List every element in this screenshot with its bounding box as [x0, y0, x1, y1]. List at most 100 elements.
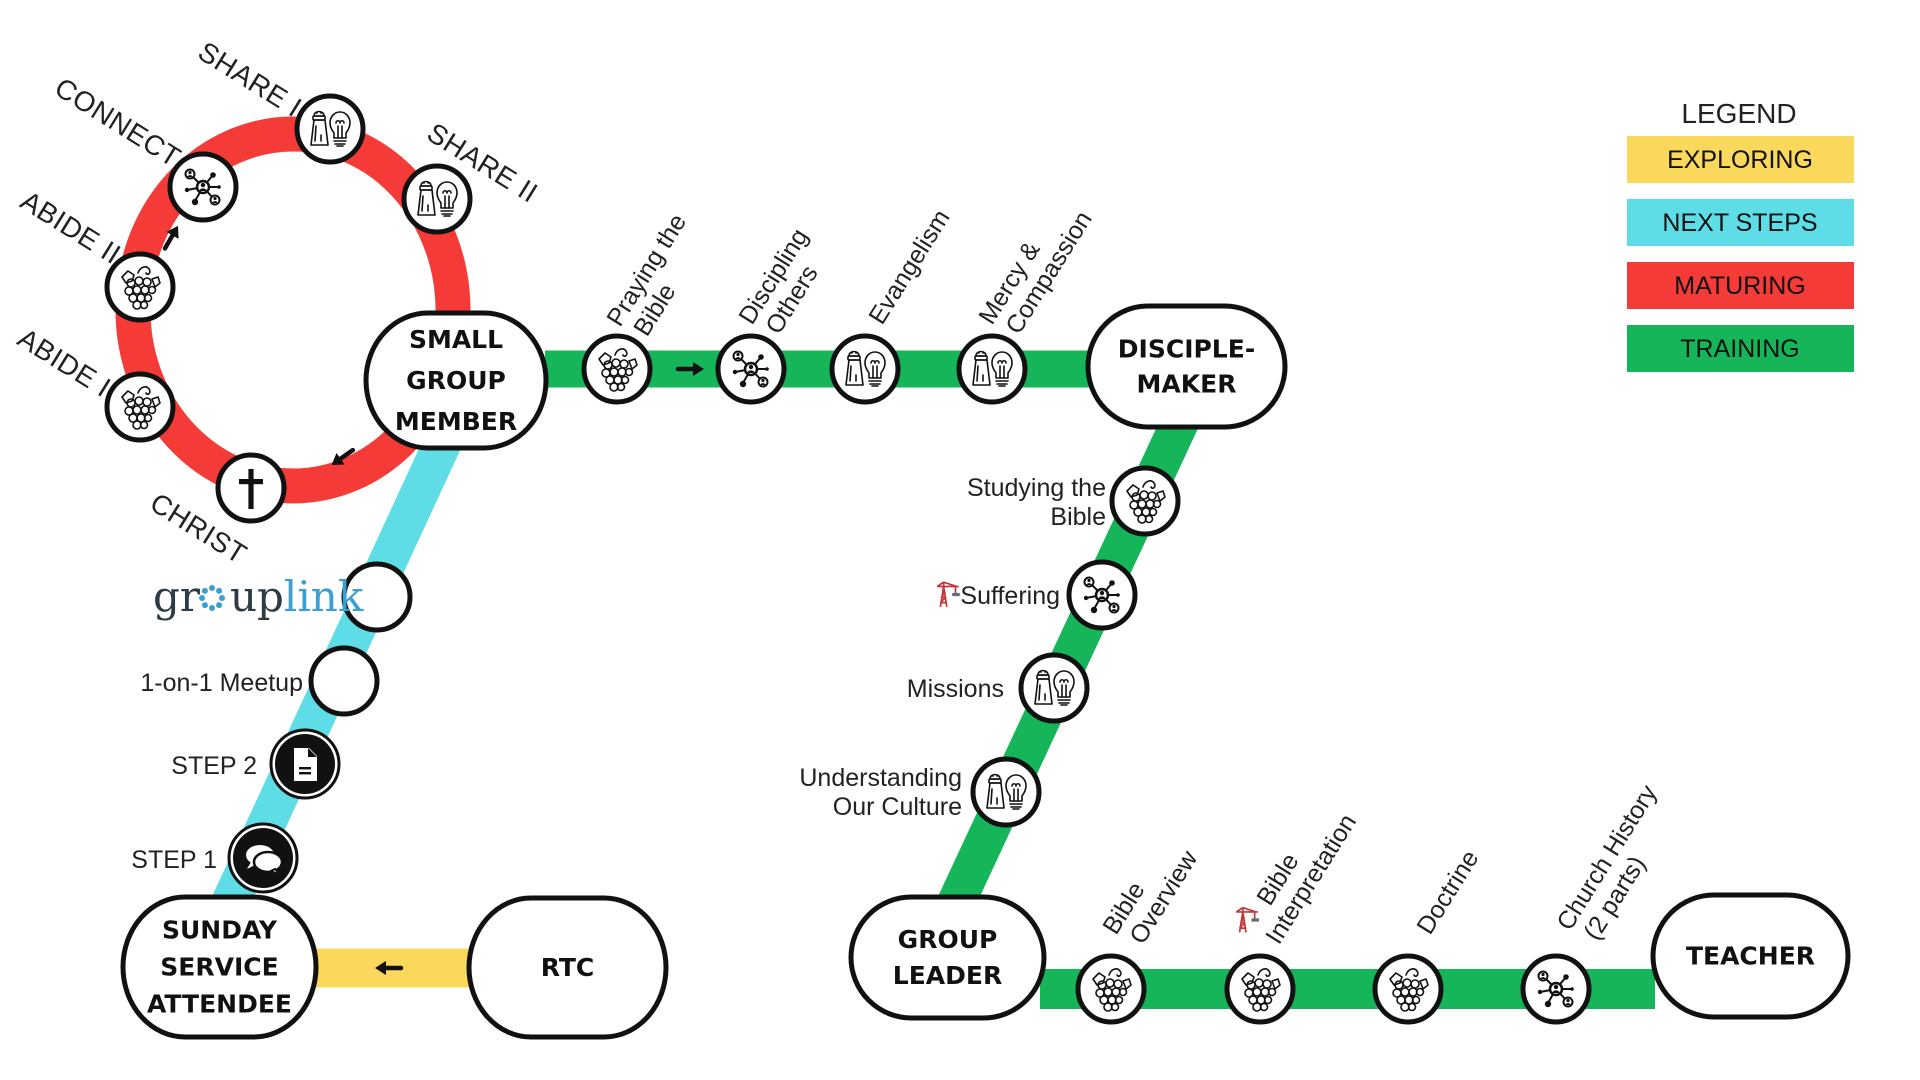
node-label: GROUP	[406, 366, 506, 395]
label-missions: Missions	[907, 675, 1004, 703]
legend-swatch	[1627, 325, 1854, 372]
ring-label-abide2: ABIDE II	[15, 185, 126, 270]
station-1on1-meetup[interactable]	[308, 645, 380, 717]
label-studying: Bible	[1050, 503, 1106, 531]
meetup-label: 1-on-1 Meetup	[140, 669, 303, 697]
stations	[104, 93, 1592, 1025]
node-rtc[interactable]: RTC	[466, 895, 669, 1040]
legend-label: MATURING	[1674, 272, 1805, 300]
ring-label-share1: SHARE I	[193, 36, 307, 124]
station-interpretation[interactable]	[1224, 953, 1296, 1025]
node-label: SMALL	[409, 325, 503, 354]
node-group-leader[interactable]: GROUP LEADER	[848, 894, 1047, 1021]
legend-label: EXPLORING	[1667, 146, 1813, 174]
station-circle	[970, 756, 1042, 828]
station-doctrine[interactable]	[1372, 953, 1444, 1025]
station-circle	[401, 163, 473, 235]
legend-swatch	[1627, 262, 1854, 309]
node-label: ATTENDEE	[147, 990, 292, 1019]
node-label: MAKER	[1137, 370, 1237, 399]
node-box-outline	[1085, 303, 1288, 430]
node-disciple-maker[interactable]: DISCIPLE- MAKER	[1085, 303, 1288, 430]
node-boxes: RTC SUNDAY SERVICE ATTENDEE SMALL GROUP MEMBER…	[120, 303, 1851, 1040]
legend-item-next-steps: NEXT STEPS	[1627, 199, 1854, 246]
node-label: RTC	[541, 953, 595, 982]
node-sunday[interactable]: SUNDAY SERVICE ATTENDEE	[120, 894, 319, 1040]
legend-swatch	[1627, 199, 1854, 246]
station-missions[interactable]	[1018, 652, 1090, 724]
legend-label: TRAINING	[1680, 335, 1799, 363]
node-label: TEACHER	[1686, 942, 1815, 971]
grouplink-dotted-o-icon	[199, 585, 225, 611]
node-label: SUNDAY	[162, 916, 278, 945]
node-small-group[interactable]: SMALL GROUP MEMBER	[363, 310, 549, 451]
tracks	[115, 116, 1655, 1009]
station-circle	[294, 93, 366, 165]
legend-item-exploring: EXPLORING	[1627, 136, 1854, 183]
station-studying[interactable]	[1109, 465, 1181, 537]
legend-label: NEXT STEPS	[1662, 209, 1817, 237]
station-circle	[308, 645, 380, 717]
label-doctrine: Doctrine	[1411, 845, 1484, 939]
legend-title: LEGEND	[1681, 98, 1796, 129]
station-discipling[interactable]	[715, 333, 787, 405]
ring-label-abide1: ABIDE I	[12, 322, 116, 403]
node-box-outline	[466, 895, 669, 1040]
label-culture: Our Culture	[833, 793, 962, 821]
station-overview[interactable]	[1075, 953, 1147, 1025]
node-label: GROUP	[898, 925, 998, 954]
arrow-down-left-icon	[331, 447, 356, 466]
station-mercy[interactable]	[956, 333, 1028, 405]
legend-item-maturing: MATURING	[1627, 262, 1854, 309]
arrow-right-icon	[675, 362, 704, 376]
label-evangelism: Evangelism	[863, 205, 955, 329]
node-label: MEMBER	[395, 407, 517, 436]
station-abide1[interactable]	[104, 371, 176, 443]
label-studying: Studying the	[967, 474, 1106, 502]
station-circle	[829, 333, 901, 405]
document-icon	[294, 748, 317, 781]
station-culture[interactable]	[970, 756, 1042, 828]
node-teacher[interactable]: TEACHER	[1650, 892, 1851, 1020]
node-label: LEADER	[893, 961, 1002, 990]
node-box-outline	[848, 894, 1047, 1021]
legend-swatch	[1627, 136, 1854, 183]
station-history[interactable]	[1520, 953, 1592, 1025]
station-circle	[1018, 652, 1090, 724]
node-label: SERVICE	[160, 953, 278, 982]
arrow-left-icon	[375, 961, 404, 975]
station-circle	[956, 333, 1028, 405]
step-1-label: STEP 1	[131, 846, 217, 874]
station-step-2[interactable]	[269, 728, 341, 800]
station-share2[interactable]	[401, 163, 473, 235]
label-culture: Understanding	[799, 764, 962, 792]
station-suffering[interactable]	[1066, 559, 1138, 631]
arrow-up-right-icon	[162, 225, 179, 251]
node-box-outline	[1650, 892, 1851, 1020]
node-label: DISCIPLE-	[1118, 335, 1255, 364]
station-christ[interactable]	[215, 452, 287, 524]
station-circle	[341, 561, 413, 633]
station-step-1[interactable]	[227, 822, 299, 894]
station-share1[interactable]	[294, 93, 366, 165]
step-2-label: STEP 2	[171, 752, 257, 780]
legend-item-training: TRAINING	[1627, 325, 1854, 372]
station-evangelism[interactable]	[829, 333, 901, 405]
crane-icon	[936, 581, 961, 608]
station-grouplink[interactable]	[341, 561, 413, 633]
svg-text:Doctrine: Doctrine	[1411, 845, 1484, 939]
ring-label-connect: CONNECT	[49, 72, 186, 174]
legend: LEGEND EXPLORING NEXT STEPS MATURING TRAINI…	[1627, 98, 1854, 372]
station-abide2[interactable]	[104, 251, 176, 323]
label-mercy: Mercy &Compassion	[973, 206, 1097, 339]
node-box-outline	[363, 310, 549, 451]
svg-text:Evangelism: Evangelism	[863, 205, 955, 329]
station-praying[interactable]	[581, 333, 653, 405]
station-connect[interactable]	[167, 151, 239, 223]
